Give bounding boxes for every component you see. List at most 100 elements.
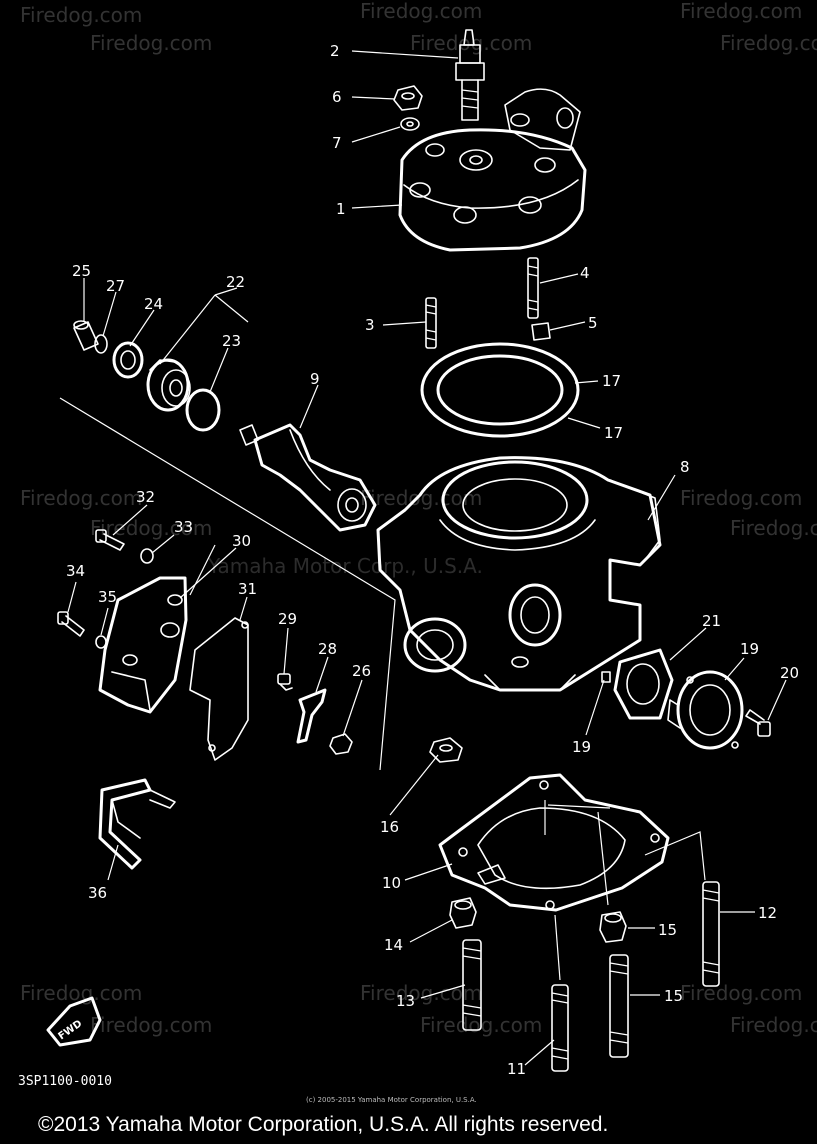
callout-9: 9 [310, 370, 320, 388]
nut [449, 897, 477, 929]
nut [531, 322, 551, 341]
callout-11: 11 [507, 1060, 526, 1078]
watermark: Firedog.com [20, 486, 142, 510]
gasket [189, 617, 249, 761]
valve-cover [98, 576, 188, 714]
cylinder-head [398, 88, 587, 252]
callout-35: 34 [66, 562, 85, 580]
nut [393, 85, 423, 111]
callout-8: 8 [680, 458, 690, 476]
cylinder [376, 456, 662, 692]
leader-line [547, 804, 611, 809]
callout-12: 12 [758, 904, 777, 922]
callout-29: 28 [318, 640, 337, 658]
watermark: Firedog.com [360, 981, 482, 1005]
valve-housing [667, 670, 744, 750]
callout-5: 5 [588, 314, 598, 332]
dowel-pin [601, 671, 611, 683]
fwd-label: FWD [56, 1018, 84, 1042]
callout-2: 2 [330, 42, 340, 60]
nut [599, 911, 627, 943]
callout-4: 4 [580, 264, 590, 282]
callout-23: 22 [226, 273, 245, 291]
stud [425, 297, 437, 349]
watermark: Firedog.com [730, 1013, 817, 1037]
callout-7: 7 [332, 134, 342, 152]
o-ring [185, 388, 221, 432]
bolt [277, 673, 293, 691]
leader-line [189, 544, 216, 596]
bolt [95, 529, 125, 551]
callout-1: 1 [336, 200, 346, 218]
callout-15a: 14 [384, 936, 403, 954]
watermark: Firedog.com [360, 486, 482, 510]
callout-18: 17 [604, 424, 623, 442]
watermark: Firedog.com [730, 516, 817, 540]
stud [702, 881, 720, 987]
callout-21: 20 [780, 664, 799, 682]
gasket [613, 648, 674, 720]
callouts: 2 6 7 1 3 4 5 17 17 8 9 25 27 24 22 23 3… [66, 42, 799, 1078]
leader-line [554, 914, 561, 981]
stud [527, 257, 539, 319]
head-gasket [420, 342, 580, 438]
base-gasket [438, 773, 670, 912]
callout-16: 16 [380, 818, 399, 836]
callout-17: 17 [602, 372, 621, 390]
watermark: Firedog.com [720, 31, 817, 55]
watermark: Firedog.com [680, 0, 802, 23]
watermark-layer: Firedog.com Firedog.com Firedog.com Fire… [20, 0, 817, 1037]
leader-line [644, 831, 706, 881]
callout-19: 19 [740, 640, 759, 658]
copyright-text: ©2013 Yamaha Motor Corporation, U.S.A. A… [38, 1113, 608, 1136]
washer [400, 117, 420, 131]
stud [609, 954, 629, 1058]
callout-32: 31 [238, 580, 257, 598]
stud [551, 984, 569, 1072]
callout-37: 36 [88, 884, 107, 902]
callout-33: 32 [136, 488, 155, 506]
callout-10: 10 [382, 874, 401, 892]
callout-25: 24 [144, 295, 163, 313]
callout-22: 21 [702, 612, 721, 630]
callout-30: 29 [278, 610, 297, 628]
callout-31: 30 [232, 532, 251, 550]
leader-lines [67, 50, 787, 1066]
diagram-code: 3SP1100-0010 [18, 1074, 112, 1089]
bolt [745, 709, 771, 737]
pulley [146, 358, 191, 412]
bolt [57, 611, 85, 637]
lever [296, 688, 327, 744]
watermark: Firedog.com [20, 3, 142, 27]
callout-28: 27 [106, 277, 125, 295]
nut [429, 737, 463, 763]
callout-27: 26 [352, 662, 371, 680]
callout-20: 19 [572, 738, 591, 756]
watermark: Firedog.com [90, 31, 212, 55]
callout-6: 6 [332, 88, 342, 106]
callout-36: 35 [98, 588, 117, 606]
o-ring [94, 334, 108, 354]
callout-34: 33 [174, 518, 193, 536]
small-credit: (c) 2005-2015 Yamaha Motor Corporation, … [306, 1096, 477, 1104]
watermark: Firedog.com [410, 31, 532, 55]
watermark: Firedog.com [360, 0, 482, 23]
callout-15b: 15 [658, 921, 677, 939]
valve-cap [73, 320, 99, 351]
leader-line [597, 811, 609, 906]
spark-plug [455, 29, 485, 121]
bracket [98, 778, 176, 870]
callout-14: 15 [664, 987, 683, 1005]
center-watermark: Yamaha Motor Corp., U.S.A. [207, 554, 483, 578]
callout-3: 3 [365, 316, 375, 334]
watermark: Firedog.com [90, 516, 212, 540]
power-valve [239, 423, 377, 532]
reference-line [59, 397, 396, 771]
watermark: Firedog.com [90, 1013, 212, 1037]
callout-13: 13 [396, 992, 415, 1010]
watermark: Firedog.com [680, 486, 802, 510]
washer [95, 635, 107, 649]
callout-24: 23 [222, 332, 241, 350]
